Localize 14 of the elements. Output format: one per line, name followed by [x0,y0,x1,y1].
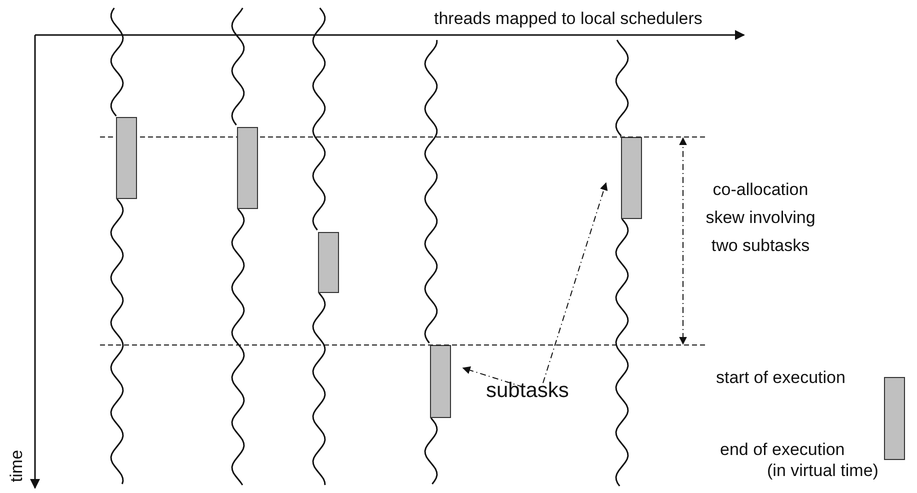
annotation-text: co-allocation skew involving two subtasks [704,179,816,257]
key-text: end of execution [720,440,845,460]
axis-label: threads mapped to local schedulers [434,9,702,29]
axis-label: time [7,450,28,482]
key-text: start of execution [716,368,846,388]
subtask-bar [318,232,339,293]
arrow [542,182,608,384]
subtask-bar [430,345,451,418]
callout-text: subtasks [486,378,578,404]
subtask-bar [884,377,905,460]
subtask-bar [116,117,137,199]
note-text: (in virtual time) [767,461,878,481]
subtask-bar [237,127,258,209]
subtask-bar [621,137,642,219]
